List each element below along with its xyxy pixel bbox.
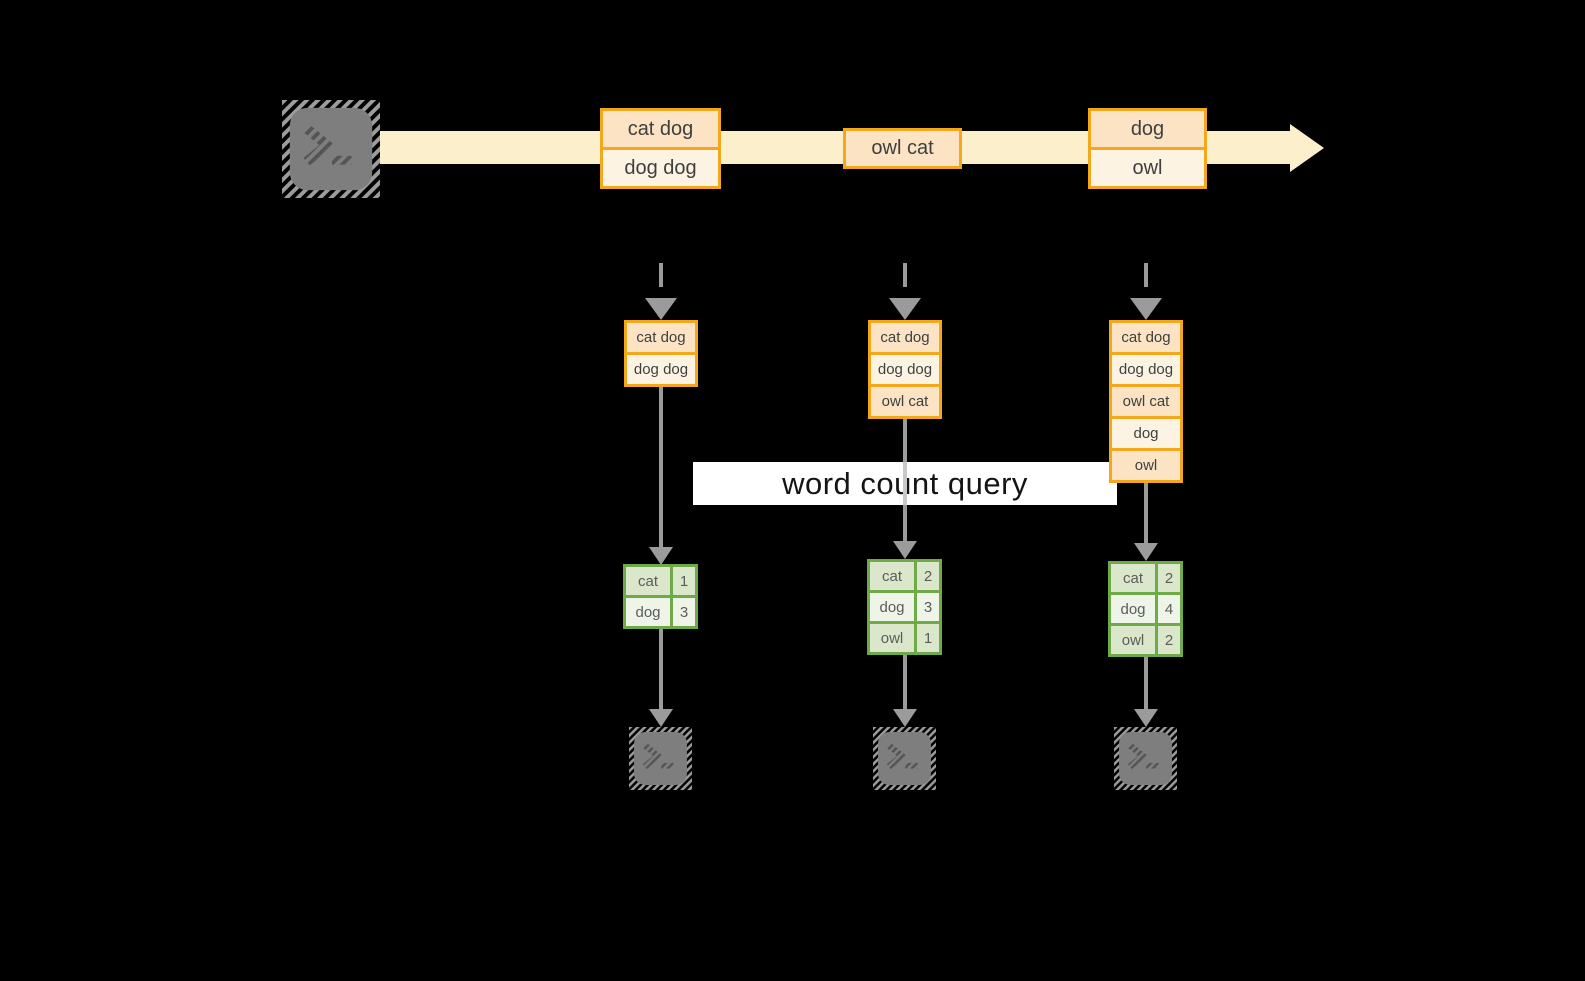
- arrow-line: [659, 629, 663, 709]
- arrow-head: [649, 547, 673, 565]
- dashed-arrow-head: [1130, 298, 1162, 320]
- count-value: 2: [1155, 626, 1180, 654]
- count-table-2: cat 2 dog 3 owl 1: [867, 559, 942, 655]
- count-row: owl 1: [870, 621, 939, 652]
- count-row: dog 3: [626, 595, 695, 626]
- arrow-line: [903, 655, 907, 709]
- buffer-line: dog dog: [1112, 352, 1180, 384]
- arrow-line: [1144, 657, 1148, 709]
- count-value: 1: [670, 567, 695, 595]
- count-row: dog 3: [870, 590, 939, 621]
- count-row: cat 2: [1111, 564, 1180, 592]
- arrow-head: [1134, 543, 1158, 561]
- buffer-line: owl cat: [1112, 384, 1180, 416]
- buffer-stack-2: cat dog dog dog owl cat: [868, 320, 942, 419]
- buffer-line: cat dog: [871, 323, 939, 352]
- count-row: cat 1: [626, 567, 695, 595]
- buffer-line: cat dog: [627, 323, 695, 352]
- terminal-icon: [1114, 727, 1177, 790]
- count-value: 3: [670, 598, 695, 626]
- terminal-icon: [873, 727, 936, 790]
- arrow-head: [649, 709, 673, 727]
- count-value: 4: [1155, 595, 1180, 623]
- count-word: cat: [637, 572, 658, 590]
- buffer-stack-3: cat dog dog dog owl cat dog owl: [1109, 320, 1183, 483]
- count-word: dog: [879, 598, 905, 616]
- arrow-line-through-band: [903, 462, 907, 505]
- count-word: owl: [880, 629, 904, 647]
- stream-event-2: owl cat: [843, 128, 962, 169]
- arrow-head: [893, 541, 917, 559]
- buffer-stack-1: cat dog dog dog: [624, 320, 698, 387]
- stream-arrow-head: [1290, 124, 1324, 172]
- count-value: 2: [1155, 564, 1180, 592]
- event-line: owl: [1091, 147, 1204, 186]
- arrow-line: [1144, 483, 1148, 543]
- count-row: dog 4: [1111, 592, 1180, 623]
- count-word: dog: [1120, 600, 1146, 618]
- stream-event-1: cat dog dog dog: [600, 108, 721, 189]
- buffer-line: owl cat: [871, 384, 939, 416]
- event-line: cat dog: [603, 111, 718, 147]
- arrow-head: [893, 709, 917, 727]
- stream-event-3: dog owl: [1088, 108, 1207, 189]
- count-value: 1: [914, 624, 939, 652]
- dashed-arrow-head: [645, 298, 677, 320]
- dashed-arrow-line: [903, 263, 907, 287]
- count-word: cat: [1122, 569, 1143, 587]
- dashed-arrow-head: [889, 298, 921, 320]
- event-line: dog: [1091, 111, 1204, 147]
- count-value: 2: [914, 562, 939, 590]
- event-line: owl cat: [846, 131, 959, 166]
- terminal-icon: [629, 727, 692, 790]
- terminal-icon: [282, 100, 380, 198]
- dashed-arrow-line: [659, 263, 663, 287]
- buffer-line: dog dog: [627, 352, 695, 384]
- buffer-line: cat dog: [1112, 323, 1180, 352]
- count-word: owl: [1121, 631, 1145, 649]
- count-row: owl 2: [1111, 623, 1180, 654]
- buffer-line: owl: [1112, 448, 1180, 480]
- event-line: dog dog: [603, 147, 718, 186]
- count-word: cat: [881, 567, 902, 585]
- count-table-1: cat 1 dog 3: [623, 564, 698, 629]
- buffer-line: dog dog: [871, 352, 939, 384]
- buffer-line: dog: [1112, 416, 1180, 448]
- count-row: cat 2: [870, 562, 939, 590]
- arrow-head: [1134, 709, 1158, 727]
- dashed-arrow-line: [1144, 263, 1148, 287]
- count-word: dog: [635, 603, 661, 621]
- arrow-line: [659, 387, 663, 547]
- count-table-3: cat 2 dog 4 owl 2: [1108, 561, 1183, 657]
- count-value: 3: [914, 593, 939, 621]
